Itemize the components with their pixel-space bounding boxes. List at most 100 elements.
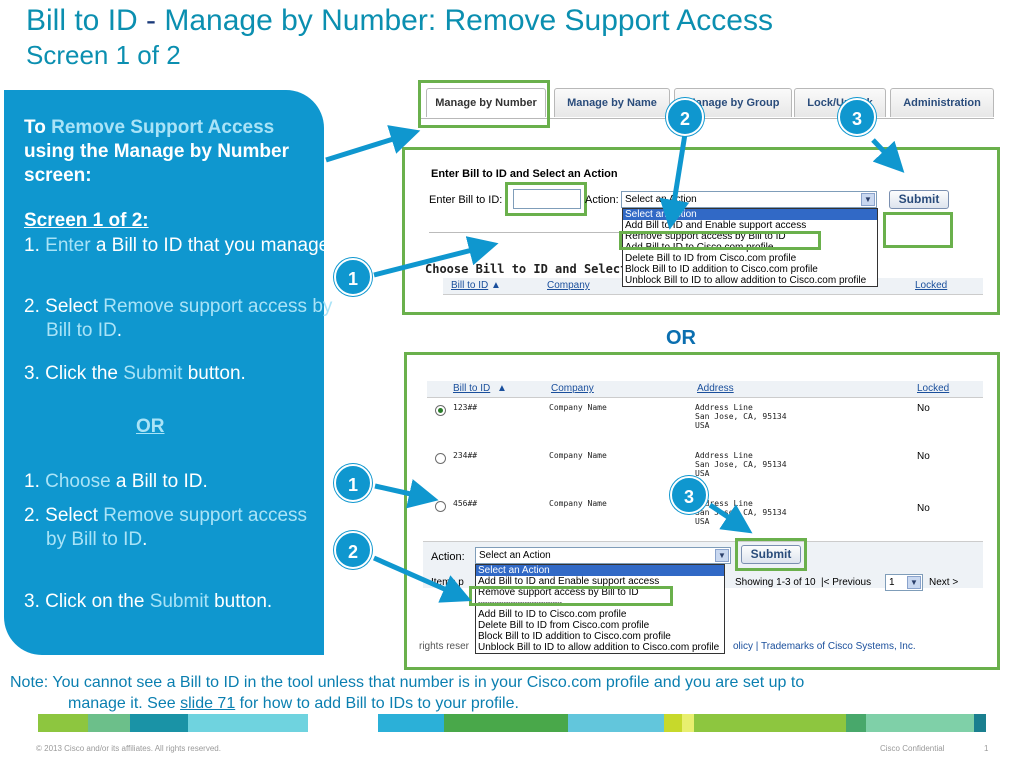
highlight-submit-box — [735, 538, 807, 571]
sort-up-icon[interactable]: ▲ — [497, 383, 507, 394]
title-text-b: Manage by Number: Remove Support Access — [156, 4, 773, 37]
sort-up-icon[interactable]: ▲ — [491, 280, 501, 291]
slide-title: Bill to ID - Manage by Number: Remove Su… — [26, 4, 773, 38]
divider — [429, 232, 625, 233]
screen-enter-bill-id: Enter Bill to ID and Select an Action En… — [402, 147, 1000, 315]
slide-subtitle: Screen 1 of 2 — [26, 40, 181, 70]
footer-rights: rights reser — [419, 641, 470, 652]
panel-step-b2: 2. Select Remove support access by Bill … — [24, 505, 308, 550]
next-link[interactable]: Next > — [929, 577, 959, 588]
row-radio[interactable] — [435, 405, 446, 416]
slide-link[interactable]: slide 71 — [180, 695, 236, 712]
note-line-1: Note: You cannot see a Bill to ID in the… — [10, 674, 805, 691]
title-text-a: Bill to ID — [26, 4, 147, 37]
option-add-enable-support[interactable]: Add Bill to ID and Enable support access — [478, 576, 660, 587]
panel-or: OR — [136, 416, 165, 437]
instruction-panel: To Remove Support Access using the Manag… — [4, 90, 335, 655]
col-bill-to-id[interactable]: Bill to ID — [453, 383, 491, 394]
row-address: Address Line San Jose, CA, 95134 USA — [695, 451, 787, 478]
row-locked: No — [917, 503, 930, 514]
row-radio[interactable] — [435, 453, 446, 464]
option-delete-from-profile[interactable]: Delete Bill to ID from Cisco.com profile — [478, 620, 650, 631]
panel-screen-label: Screen 1 of 2: — [24, 210, 149, 231]
screen1-heading: Enter Bill to ID and Select an Action — [431, 168, 618, 180]
col-bill-to-id[interactable]: Bill to ID — [451, 280, 489, 291]
row-company: Company Name — [549, 403, 607, 412]
arrow-3-bottom — [708, 502, 753, 534]
submit-button[interactable]: Submit — [889, 190, 949, 209]
callout-3-bottom: 3 — [670, 476, 708, 514]
chevron-down-icon: ▼ — [715, 549, 729, 562]
chevron-down-icon: ▼ — [907, 576, 921, 589]
arrow-2-top — [659, 133, 690, 230]
decorative-color-bar — [38, 714, 988, 732]
callout-2-bottom: 2 — [334, 531, 372, 569]
footer-copyright: © 2013 Cisco and/or its affiliates. All … — [36, 744, 221, 753]
enter-bill-label: Enter Bill to ID: — [429, 194, 503, 206]
action-dropdown-list[interactable]: Select an Action Add Bill to ID and Enab… — [475, 564, 725, 654]
footer-page-number: 1 — [984, 744, 989, 753]
action-select[interactable]: Select an Action ▼ — [475, 547, 731, 564]
tab-manage-by-number[interactable]: Manage by Number — [426, 88, 546, 117]
bill-id-input[interactable] — [513, 189, 581, 209]
option-remove-support[interactable]: Remove support access by Bill to ID — [478, 587, 639, 598]
col-locked[interactable]: Locked — [915, 280, 948, 291]
pagination-status: Showing 1-3 of 10 — [735, 577, 816, 588]
arrow-3-top — [871, 138, 905, 173]
arrow-to-tab — [325, 125, 421, 163]
tab-bar: Manage by Number Manage by Name Manage b… — [418, 88, 994, 119]
tab-administration[interactable]: Administration — [890, 88, 994, 117]
footer-links[interactable]: olicy | Trademarks of Cisco Systems, Inc… — [733, 641, 916, 652]
previous-link[interactable]: |< Previous — [821, 577, 872, 588]
choose-heading: Choose Bill to ID and Select an A — [425, 262, 664, 276]
highlight-remove-option — [619, 231, 821, 250]
highlight-submit-box — [883, 212, 953, 248]
panel-step-b1: 1. Choose a Bill to ID. — [24, 471, 208, 492]
option-delete-from-profile[interactable]: Delete Bill to ID from Cisco.com profile — [625, 253, 797, 264]
submit-button[interactable]: Submit — [741, 545, 801, 564]
panel-intro: To Remove Support Access using the Manag… — [24, 117, 289, 186]
callout-2-top: 2 — [666, 98, 704, 136]
title-dash: - — [146, 4, 157, 37]
option-add-enable-support[interactable]: Add Bill to ID and Enable support access — [625, 220, 807, 231]
callout-1-top: 1 — [334, 258, 372, 296]
row-bill-id: 456## — [453, 499, 478, 508]
page-select[interactable]: 1 ▼ — [885, 574, 923, 591]
option-block-addition[interactable]: Block Bill to ID addition to Cisco.com p… — [625, 264, 818, 275]
chevron-down-icon: ▼ — [861, 193, 875, 206]
row-locked: No — [917, 403, 930, 414]
panel-step-b3: 3. Click on the Submit button. — [24, 591, 273, 612]
row-company: Company Name — [549, 451, 607, 460]
panel-step-a1: 1. Enter a Bill to ID that you manage. — [24, 235, 335, 256]
row-bill-id: 234## — [453, 451, 478, 460]
row-locked: No — [917, 451, 930, 462]
tab-manage-by-name[interactable]: Manage by Name — [554, 88, 670, 117]
col-locked[interactable]: Locked — [917, 383, 950, 394]
row-company: Company Name — [549, 499, 607, 508]
row-bill-id: 123## — [453, 403, 478, 412]
action-label: Action: — [431, 551, 465, 563]
option-unblock-addition[interactable]: Unblock Bill to ID to allow addition to … — [625, 275, 867, 286]
option-unblock-addition[interactable]: Unblock Bill to ID to allow addition to … — [478, 642, 720, 653]
col-address[interactable]: Address — [697, 383, 734, 394]
footer-confidential: Cisco Confidential — [880, 744, 945, 753]
option-remove-support[interactable]: Remove support access by Bill to ID — [625, 231, 786, 242]
col-company[interactable]: Company — [547, 280, 590, 291]
row-address: Address Line San Jose, CA, 95134 USA — [695, 403, 787, 430]
or-divider: OR — [666, 327, 696, 349]
highlight-tab-box — [418, 80, 550, 128]
callout-1-bottom: 1 — [334, 464, 372, 502]
option-block-addition[interactable]: Block Bill to ID addition to Cisco.com p… — [478, 631, 671, 642]
highlight-input-box — [505, 182, 587, 216]
option-add-to-profile[interactable]: Add Bill to ID to Cisco.com profile — [478, 609, 627, 620]
note: Note: You cannot see a Bill to ID in the… — [10, 672, 1010, 714]
arrow-1-top — [373, 236, 499, 278]
col-company[interactable]: Company — [551, 383, 594, 394]
arrow-2-bottom — [372, 555, 472, 603]
screen-choose-bill-id: Bill to ID ▲ Company Address Locked 123#… — [404, 352, 1000, 670]
callout-3-top: 3 — [838, 98, 876, 136]
note-line-2: manage it. See slide 71 for how to add B… — [68, 695, 519, 712]
option-select-an-action[interactable]: Select an Action — [476, 565, 724, 576]
table-header: Bill to ID ▲ Company Address Locked — [427, 381, 983, 398]
